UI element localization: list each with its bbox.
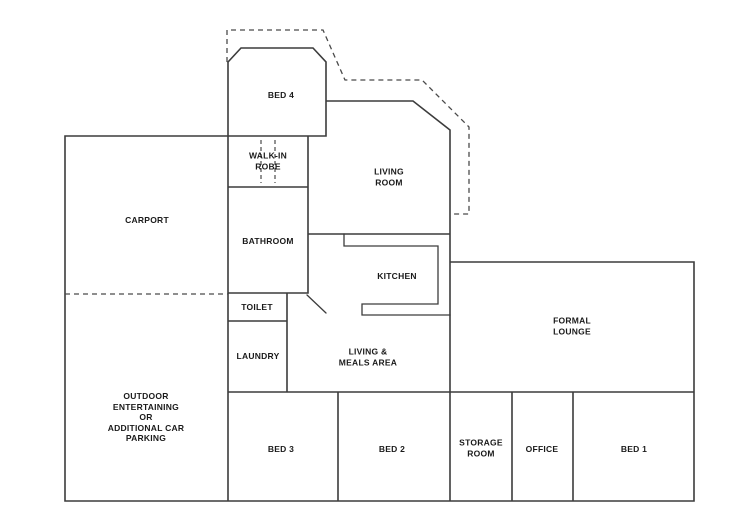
room-label-bathroom: BATHROOM <box>242 235 294 246</box>
robe-rail-lines <box>260 140 276 183</box>
room-label-bed-2: BED 2 <box>378 443 406 454</box>
room-label-walk-in-robe: WALK-IN ROBE <box>248 150 288 172</box>
room-label-laundry: LAUNDRY <box>236 350 280 361</box>
room-label-outdoor-area: OUTDOOR ENTERTAINING OR ADDITIONAL CAR P… <box>107 390 185 443</box>
door-swing-line <box>306 294 327 314</box>
room-label-bed-1: BED 1 <box>620 443 648 454</box>
room-label-carport: CARPORT <box>125 214 169 225</box>
outdoor-dashed-outline <box>226 29 470 215</box>
room-label-living-room: LIVING ROOM <box>374 166 404 188</box>
room-label-bed-3: BED 3 <box>267 443 295 454</box>
kitchen-bench-path <box>343 233 451 316</box>
kitchen-bench <box>343 233 451 316</box>
room-label-storage-room: STORAGE ROOM <box>459 437 503 459</box>
exterior-and-room-walls-path <box>64 47 695 502</box>
room-label-kitchen: KITCHEN <box>377 270 417 281</box>
robe-rails <box>260 140 276 183</box>
room-label-office: OFFICE <box>525 443 559 454</box>
dashed-boundaries <box>65 29 470 295</box>
room-label-living-meals-area: LIVING & MEALS AREA <box>338 346 398 368</box>
room-label-formal-lounge: FORMAL LOUNGE <box>553 315 591 337</box>
room-label-toilet: TOILET <box>241 301 273 312</box>
door-swing <box>306 294 327 314</box>
solid-walls <box>64 47 695 502</box>
room-label-bed-4: BED 4 <box>267 89 295 100</box>
